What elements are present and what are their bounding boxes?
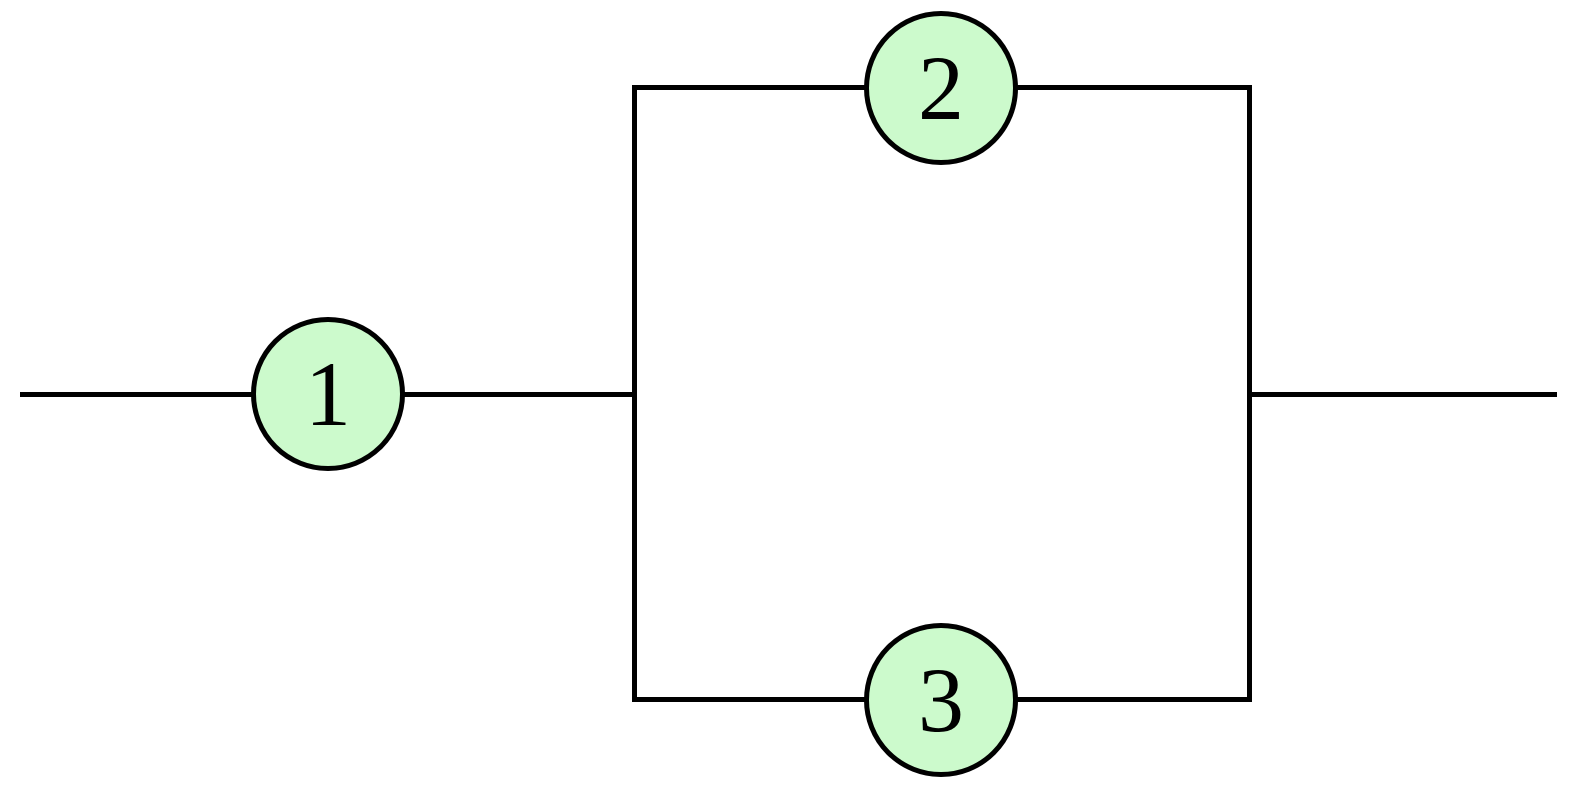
node-1-label: 1 bbox=[305, 343, 351, 445]
node-3-label: 3 bbox=[918, 649, 964, 751]
node-2-label: 2 bbox=[918, 37, 964, 139]
parallel-block-outline bbox=[632, 85, 1252, 702]
component-node-2: 2 bbox=[864, 11, 1018, 165]
component-node-1: 1 bbox=[251, 317, 405, 471]
output-wire bbox=[1250, 392, 1557, 397]
component-node-3: 3 bbox=[864, 623, 1018, 777]
